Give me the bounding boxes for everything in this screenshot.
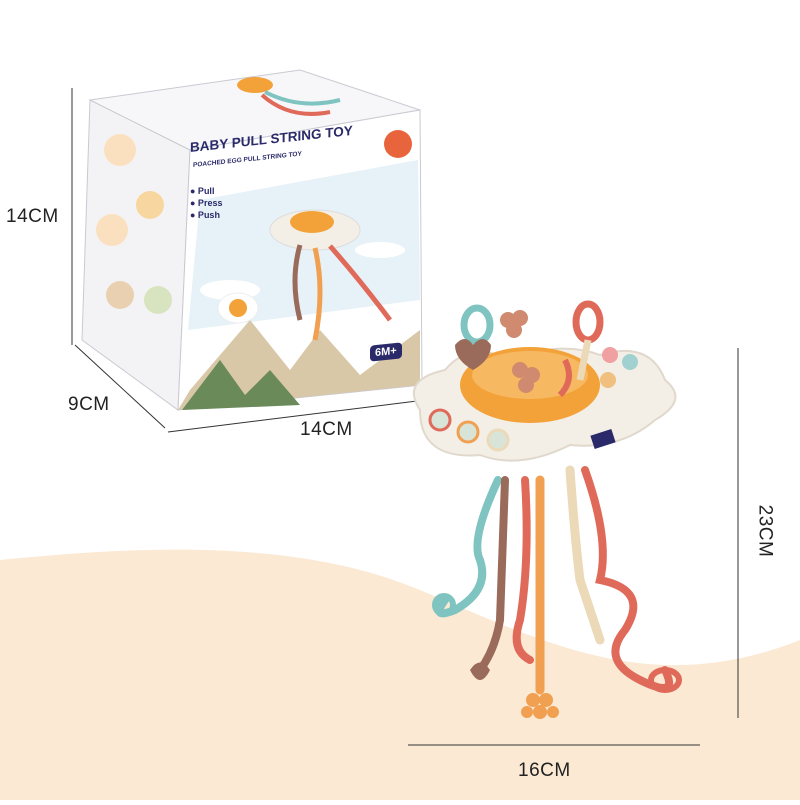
- box-feature-pull: ● Pull: [190, 186, 215, 196]
- box-width-label: 14CM: [300, 419, 353, 440]
- product-box: [81, 69, 423, 411]
- box-width-line: [167, 399, 426, 433]
- toy-height-label: 23CM: [754, 504, 776, 558]
- box-feature-press: ● Press: [190, 198, 223, 208]
- box-depth-label: 9CM: [68, 394, 110, 415]
- box-height-label: 14CM: [6, 206, 59, 227]
- background-wave: [0, 549, 800, 800]
- age-badge: 6M+: [370, 342, 402, 362]
- pull-string-toy: [412, 300, 682, 719]
- box-feature-push: ● Push: [190, 210, 220, 220]
- box-depth-line: [74, 344, 166, 429]
- toy-width-label: 16CM: [518, 760, 571, 781]
